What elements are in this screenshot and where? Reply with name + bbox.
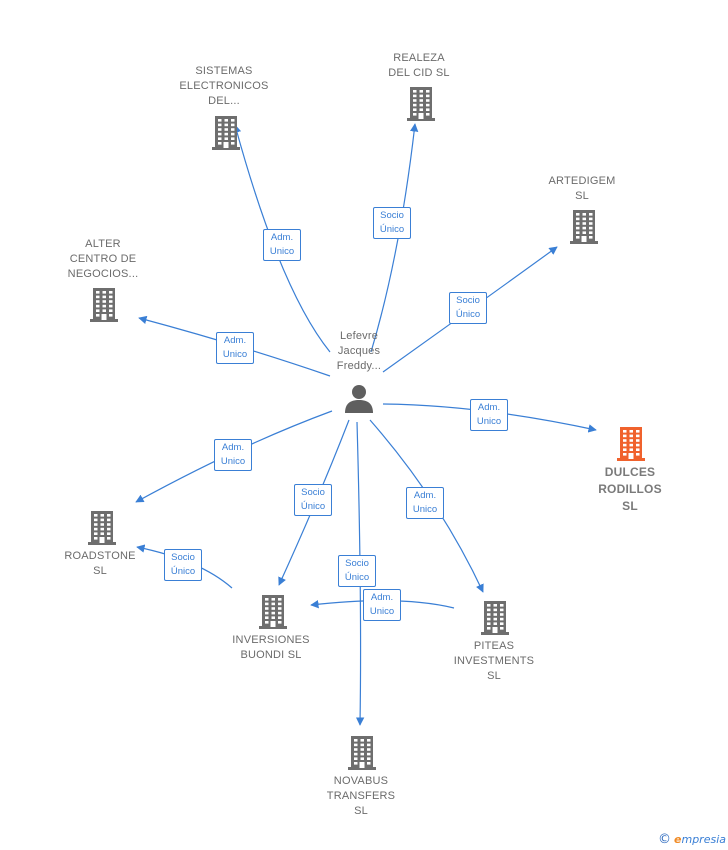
company-label-line: ALTER bbox=[85, 238, 121, 250]
relation-badge-line: Único bbox=[300, 501, 326, 512]
relation-badge-line: Adm. bbox=[270, 232, 294, 243]
relation-badge-line: Adm. bbox=[223, 335, 247, 346]
relation-badge-line: Adm. bbox=[370, 592, 394, 603]
relation-badge-line: Único bbox=[170, 566, 196, 577]
company-label-line: ELECTRONICOS bbox=[179, 80, 269, 92]
company-label-alter[interactable]: ALTER CENTRO DE NEGOCIOS... bbox=[43, 237, 163, 282]
relation-badge-line: Socio bbox=[301, 487, 325, 498]
relation-badge-line: Socio bbox=[171, 552, 195, 563]
building-icon[interactable] bbox=[480, 599, 510, 635]
relation-badge-line: Socio bbox=[456, 295, 480, 306]
relation-badge-line: Socio bbox=[345, 558, 369, 569]
building-icon[interactable] bbox=[347, 734, 377, 770]
company-label-line: SL bbox=[622, 499, 638, 513]
building-icon[interactable] bbox=[258, 593, 288, 629]
company-label-line: SL bbox=[487, 670, 501, 682]
edge-center-to-sistemas bbox=[232, 124, 331, 353]
brand-name: mpresia bbox=[681, 833, 726, 846]
relation-badge-line: Único bbox=[344, 572, 370, 583]
company-label-line: ARTEDIGEM bbox=[548, 175, 616, 187]
relation-badge-line: Adm. bbox=[413, 490, 437, 501]
company-label-sistemas[interactable]: SISTEMAS ELECTRONICOS DEL... bbox=[164, 64, 284, 109]
company-label-line: REALEZA bbox=[393, 52, 445, 64]
person-label-line: Freddy... bbox=[336, 360, 382, 372]
building-icon[interactable] bbox=[211, 114, 241, 150]
person-icon[interactable] bbox=[344, 383, 374, 413]
relation-badge-line: Adm. bbox=[477, 402, 501, 413]
relation-badge-line: Unico bbox=[269, 246, 295, 257]
person-label-line: Lefevre bbox=[339, 330, 379, 342]
brand-initial: e bbox=[674, 833, 682, 846]
company-label-line: SL bbox=[575, 190, 589, 202]
relation-badge-line: Adm. bbox=[221, 442, 245, 453]
company-label-novabus[interactable]: NOVABUS TRANSFERS SL bbox=[301, 774, 421, 819]
company-label-line: SISTEMAS bbox=[195, 65, 253, 77]
relation-badge-sistemas[interactable]: Adm. Unico bbox=[263, 229, 301, 261]
relation-badge-line: Unico bbox=[220, 456, 246, 467]
company-label-line: ROADSTONE bbox=[64, 550, 136, 562]
company-label-realeza[interactable]: REALEZA DEL CID SL bbox=[359, 51, 479, 81]
relation-badge-line: Único bbox=[379, 224, 405, 235]
company-label-inversiones[interactable]: INVERSIONES BUONDI SL bbox=[211, 633, 331, 663]
company-label-line: NEGOCIOS... bbox=[67, 268, 139, 280]
company-label-line: CENTRO DE bbox=[69, 253, 137, 265]
relation-badge-line: Unico bbox=[476, 416, 502, 427]
edge-center-to-realeza bbox=[370, 123, 419, 353]
company-label-line: BUONDI SL bbox=[240, 649, 302, 661]
building-icon[interactable] bbox=[616, 425, 646, 461]
company-label-roadstone[interactable]: ROADSTONE SL bbox=[40, 549, 160, 579]
company-label-artedigem[interactable]: ARTEDIGEM SL bbox=[522, 174, 642, 204]
relation-badge-alter[interactable]: Adm. Unico bbox=[216, 332, 254, 364]
company-label-line: TRANSFERS bbox=[326, 790, 396, 802]
company-label-dulces[interactable]: DULCES RODILLOS SL bbox=[570, 464, 690, 515]
company-label-line: DEL CID SL bbox=[388, 67, 450, 79]
company-label-line: RODILLOS bbox=[598, 482, 662, 496]
relation-badge-roadstone[interactable]: Adm. Unico bbox=[214, 439, 252, 471]
relation-badge-line: Unico bbox=[412, 504, 438, 515]
company-label-line: NOVABUS bbox=[333, 775, 389, 787]
relation-badge-line: Unico bbox=[222, 349, 248, 360]
relation-badge-line: Socio bbox=[380, 210, 404, 221]
empresia-watermark: ©empresia bbox=[658, 832, 726, 847]
company-label-line: INVESTMENTS bbox=[453, 655, 535, 667]
relation-badge-piteas[interactable]: Adm. Unico bbox=[406, 487, 444, 519]
company-label-line: SL bbox=[93, 565, 107, 577]
building-icon[interactable] bbox=[569, 208, 599, 244]
building-icon[interactable] bbox=[406, 85, 436, 121]
company-label-line: SL bbox=[354, 805, 368, 817]
relation-badge-line: Unico bbox=[369, 606, 395, 617]
company-label-line: PITEAS bbox=[473, 640, 515, 652]
company-label-line: DEL... bbox=[208, 95, 240, 107]
building-icon[interactable] bbox=[87, 509, 117, 545]
relation-badge-dulces[interactable]: Adm. Unico bbox=[470, 399, 508, 431]
relation-badge-line: Único bbox=[455, 309, 481, 320]
copyright-symbol: © bbox=[658, 832, 672, 847]
building-icon[interactable] bbox=[89, 286, 119, 322]
person-label-line: Jacques bbox=[337, 345, 381, 357]
company-label-line: INVERSIONES bbox=[232, 634, 310, 646]
relation-badge-inversiones[interactable]: Adm. Unico bbox=[363, 589, 401, 621]
company-label-line: DULCES bbox=[604, 465, 656, 479]
company-label-piteas[interactable]: PITEAS INVESTMENTS SL bbox=[434, 639, 554, 684]
